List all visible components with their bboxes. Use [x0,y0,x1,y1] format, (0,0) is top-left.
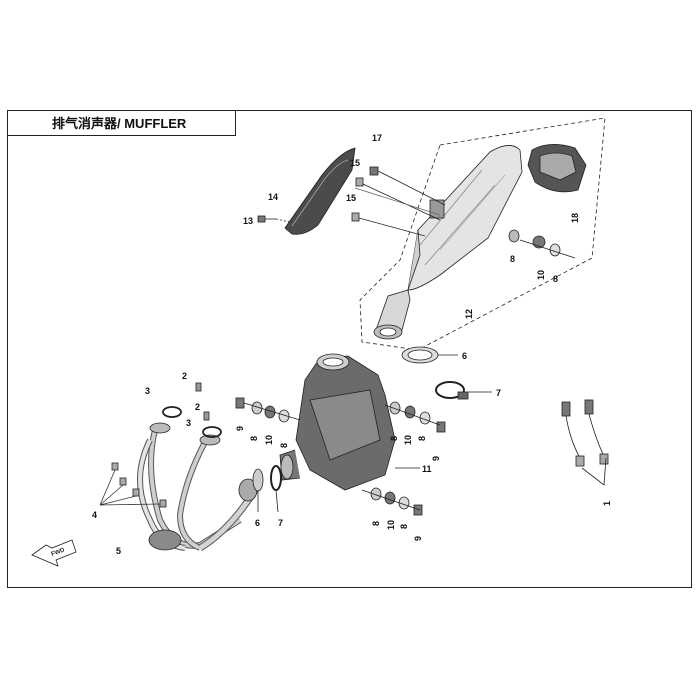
bolt-13 [257,215,276,223]
stud-2-upper [195,382,202,392]
callout-17: 17 [372,133,382,143]
forward-direction-arrow [31,539,77,567]
bolt-17 [369,166,393,179]
stud-2-lower [203,411,210,421]
callout-9-mid: 9 [431,456,441,461]
callout-8-left-a: 8 [249,436,259,441]
callout-8-low-a: 8 [371,521,381,526]
clamp-7-upper [435,381,492,400]
callout-10-right: 10 [536,270,546,280]
callout-12: 12 [464,309,474,319]
callout-8-mid-a: 8 [389,436,399,441]
callout-15-lower: 15 [346,193,356,203]
callout-2-upper: 2 [182,371,187,381]
callout-13: 13 [243,216,253,226]
gasket-6-lower [252,468,264,492]
muffler-body [373,145,523,340]
callout-18: 18 [570,213,580,223]
callout-3-left: 3 [145,386,150,396]
washer-10-low [384,491,396,505]
washer-8-left-b [278,409,290,423]
callout-15-upper: 15 [350,158,360,168]
callout-10-left: 10 [264,435,274,445]
fwd-label: FWD [51,547,67,558]
bolt-9-left [235,397,245,409]
washer-8-low-a [370,487,382,501]
nut-4-c [132,488,140,497]
washer-10-mid [404,405,416,419]
oxygen-sensors [561,399,609,486]
callout-9-low: 9 [413,536,423,541]
callout-3-right: 3 [186,418,191,428]
callout-8-low-b: 8 [399,524,409,529]
diagram-title: 排气消声器/ MUFFLER [7,110,236,136]
callout-2-lower: 2 [195,402,200,412]
callout-8-mid-b: 8 [417,436,427,441]
callout-6-lower: 6 [255,518,260,528]
callout-8-right-b: 8 [553,274,558,284]
header-pipes [137,422,258,552]
nut-4-a [111,462,119,471]
callout-5: 5 [116,546,121,556]
nut-4-b [119,477,127,486]
callout-4: 4 [92,510,97,520]
gasket-3-left [162,406,182,418]
washer-8-mid-a [389,401,401,415]
gasket-3-right [202,426,222,438]
heat-shield [284,147,356,235]
callout-8-right-a: 8 [510,254,515,264]
callout-11: 11 [422,464,432,474]
callout-9-left: 9 [235,426,245,431]
muffler-end-cap [527,144,587,193]
bolt-9-low [413,504,423,516]
callout-7-lower: 7 [278,518,283,528]
callout-10-mid: 10 [403,435,413,445]
clamp-7-lower [270,465,282,491]
muffler-assembly-dashed-outline [359,117,606,351]
callout-8-left-b: 8 [279,443,289,448]
nut-15-lower [351,212,360,222]
washer-8-right-a [508,229,520,243]
callout-7-upper: 7 [496,388,501,398]
catalyst-silencer-box [279,353,396,491]
bolt-9-mid [436,421,446,433]
diagram-frame [7,110,692,588]
nut-4-d [159,499,167,508]
nut-15-upper [355,177,364,187]
callout-14: 14 [268,192,278,202]
callout-6-upper: 6 [462,351,467,361]
washer-8-left-a [251,401,263,415]
callout-10-low: 10 [386,520,396,530]
callout-1: 1 [602,501,612,506]
